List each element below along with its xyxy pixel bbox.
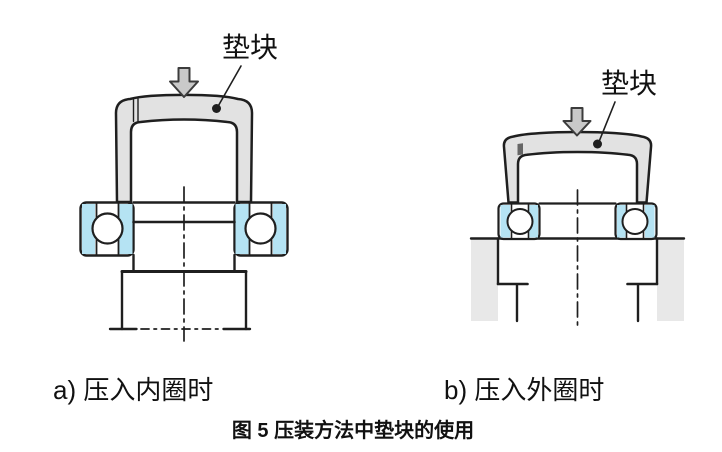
bearing-b-ball-right: [621, 208, 649, 235]
pad-a-corner-detail: [132, 98, 139, 123]
press-arrow-icon-a: [169, 67, 199, 98]
diagram-a: [79, 65, 289, 342]
bearing-b: [497, 202, 658, 241]
shaft-a-journal-walls: [132, 253, 236, 273]
press-arrow-icon-b: [562, 107, 592, 137]
bearing-a-ball-left: [91, 212, 124, 245]
shaft-a-body-walls: [120, 270, 248, 331]
diagram-b: [469, 101, 686, 331]
bearing-a-rings: [82, 204, 286, 254]
pad-label-a: 垫块: [222, 32, 279, 63]
leader-dot-a: [212, 104, 221, 113]
leader-line-a: [217, 65, 242, 107]
caption-diagram-b: b) 压入外圈时: [444, 375, 605, 405]
figure-caption: 图 5 压装方法中垫块的使用: [231, 420, 475, 442]
housing-b-blocks: [471, 239, 684, 321]
leader-dot-b: [593, 139, 602, 149]
pad-a: [114, 93, 254, 204]
housing-b-lower-bore-walls: [515, 283, 640, 323]
leader-line-b: [598, 101, 616, 142]
bearing-a: [79, 201, 289, 257]
bearing-a-ball-right: [244, 212, 277, 245]
bearing-b-ball-left: [506, 208, 534, 235]
housing-b-bore-walls: [496, 237, 659, 286]
caption-diagram-a: a) 压入内圈时: [53, 375, 214, 405]
bearing-b-rings: [500, 205, 655, 238]
pad-label-b: 垫块: [601, 68, 658, 99]
pad-b-corner-detail: [517, 143, 523, 156]
